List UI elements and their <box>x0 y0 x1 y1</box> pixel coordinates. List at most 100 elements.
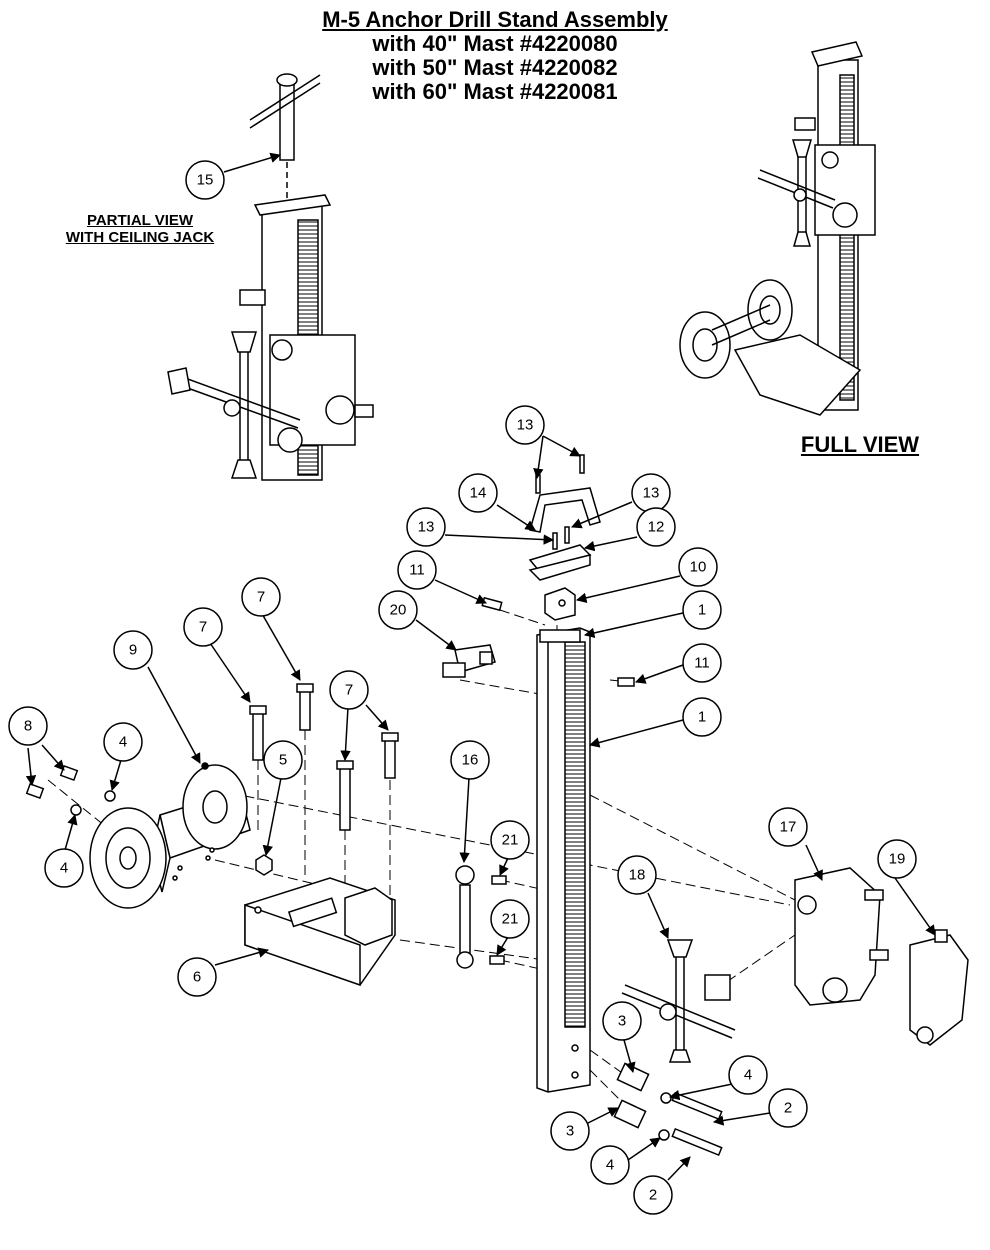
callout-13: 13 <box>631 473 671 513</box>
callout-label: 4 <box>606 1157 614 1174</box>
callout-label: 4 <box>744 1067 752 1084</box>
full-capstan-handle <box>757 139 836 247</box>
diagram-title: M-5 Anchor Drill Stand Assembly with 40"… <box>0 8 990 104</box>
callout-2: 2 <box>768 1088 808 1128</box>
callout-10: 10 <box>678 547 718 587</box>
leader-arrows <box>25 152 936 1181</box>
gear-box <box>909 929 969 1046</box>
callout-19: 19 <box>877 839 917 879</box>
callout-label: 7 <box>199 619 207 636</box>
title-mast-60: with 60" Mast #4220081 <box>372 79 618 104</box>
callout-label: 15 <box>197 172 214 189</box>
callout-label: 11 <box>694 655 710 672</box>
callout-11: 11 <box>397 550 437 590</box>
ceiling-jack-handle <box>249 73 321 161</box>
callout-1: 1 <box>682 697 722 737</box>
callout-label: 3 <box>618 1013 626 1030</box>
callout-label: 13 <box>517 417 534 434</box>
callout-12: 12 <box>636 507 676 547</box>
axle-screws-and-washers <box>25 764 116 816</box>
callout-17: 17 <box>768 807 808 847</box>
callout-label: 16 <box>462 752 479 769</box>
callout-label: 7 <box>345 682 353 699</box>
callout-2: 2 <box>633 1175 673 1215</box>
full-base-and-wheels <box>679 279 862 416</box>
callout-label: 4 <box>119 734 127 751</box>
callout-label: 1 <box>698 602 706 619</box>
callout-label: 7 <box>257 589 265 606</box>
callout-13: 13 <box>505 405 545 445</box>
title-mast-40: with 40" Mast #4220080 <box>372 31 618 56</box>
callout-label: 21 <box>502 832 519 849</box>
callout-label: 5 <box>279 752 287 769</box>
callout-label: 1 <box>698 709 706 726</box>
callout-15: 15 <box>185 160 225 200</box>
callout-label: 12 <box>648 519 665 536</box>
partial-view-caption: PARTIAL VIEW WITH CEILING JACK <box>40 212 240 246</box>
callout-21: 21 <box>490 899 530 939</box>
callout-18: 18 <box>617 855 657 895</box>
callout-4: 4 <box>728 1055 768 1095</box>
callout-label: 2 <box>649 1187 657 1204</box>
callout-label: 8 <box>24 718 32 735</box>
axle-and-wheels <box>89 762 251 909</box>
callout-7: 7 <box>241 577 281 617</box>
partial-caption-line2: WITH CEILING JACK <box>65 229 215 246</box>
callout-7: 7 <box>183 607 223 647</box>
callout-8: 8 <box>8 706 48 746</box>
carriage <box>794 867 889 1006</box>
callout-label: 4 <box>60 860 68 877</box>
callout-4: 4 <box>44 848 84 888</box>
callout-label: 3 <box>566 1123 574 1140</box>
callout-label: 6 <box>193 969 201 986</box>
callout-3: 3 <box>602 1001 642 1041</box>
full-view-caption: FULL VIEW <box>800 432 920 457</box>
partial-carriage <box>239 289 374 453</box>
callout-label: 18 <box>629 867 646 884</box>
bolts <box>249 683 399 831</box>
partial-view-drawing <box>167 73 374 481</box>
handle-bracket-group <box>528 454 601 581</box>
callout-4: 4 <box>103 722 143 762</box>
callout-label: 9 <box>129 642 137 659</box>
main-mast <box>536 627 591 1093</box>
motor-stop <box>442 644 496 678</box>
full-view-drawing <box>679 41 876 416</box>
callout-20: 20 <box>378 590 418 630</box>
callout-6: 6 <box>177 957 217 997</box>
callouts: 15 13 14 13 13 12 11 10 20 1 11 1 7 7 7 … <box>8 160 917 1215</box>
callout-label: 20 <box>390 602 407 619</box>
callout-label: 13 <box>643 485 660 502</box>
mast-screws <box>481 596 635 687</box>
callout-label: 17 <box>780 819 797 836</box>
partial-capstan-handle <box>167 331 301 479</box>
callout-14: 14 <box>458 473 498 513</box>
callout-1: 1 <box>682 590 722 630</box>
spacers-washers-bolts <box>613 1062 723 1157</box>
mast-top-block <box>544 587 576 621</box>
callout-7: 7 <box>329 670 369 710</box>
capstan-handle <box>621 939 736 1063</box>
title-mast-50: with 50" Mast #4220082 <box>372 55 618 80</box>
partial-caption-line1: PARTIAL VIEW <box>86 212 194 229</box>
callout-13: 13 <box>406 507 446 547</box>
callout-label: 10 <box>690 559 707 576</box>
callout-4: 4 <box>590 1145 630 1185</box>
callout-label: 19 <box>889 851 906 868</box>
callout-5: 5 <box>263 740 303 780</box>
pins <box>489 875 507 965</box>
callout-3: 3 <box>550 1111 590 1151</box>
callout-label: 14 <box>470 485 487 502</box>
callout-21: 21 <box>490 820 530 860</box>
callout-9: 9 <box>113 630 153 670</box>
nut <box>255 854 273 876</box>
callout-label: 13 <box>418 519 435 536</box>
wrench <box>455 865 475 969</box>
title-main: M-5 Anchor Drill Stand Assembly <box>322 7 668 32</box>
callout-16: 16 <box>450 740 490 780</box>
stand-base <box>244 877 396 987</box>
callout-label: 2 <box>784 1100 792 1117</box>
callout-label: 11 <box>409 562 425 579</box>
callout-11: 11 <box>682 643 722 683</box>
